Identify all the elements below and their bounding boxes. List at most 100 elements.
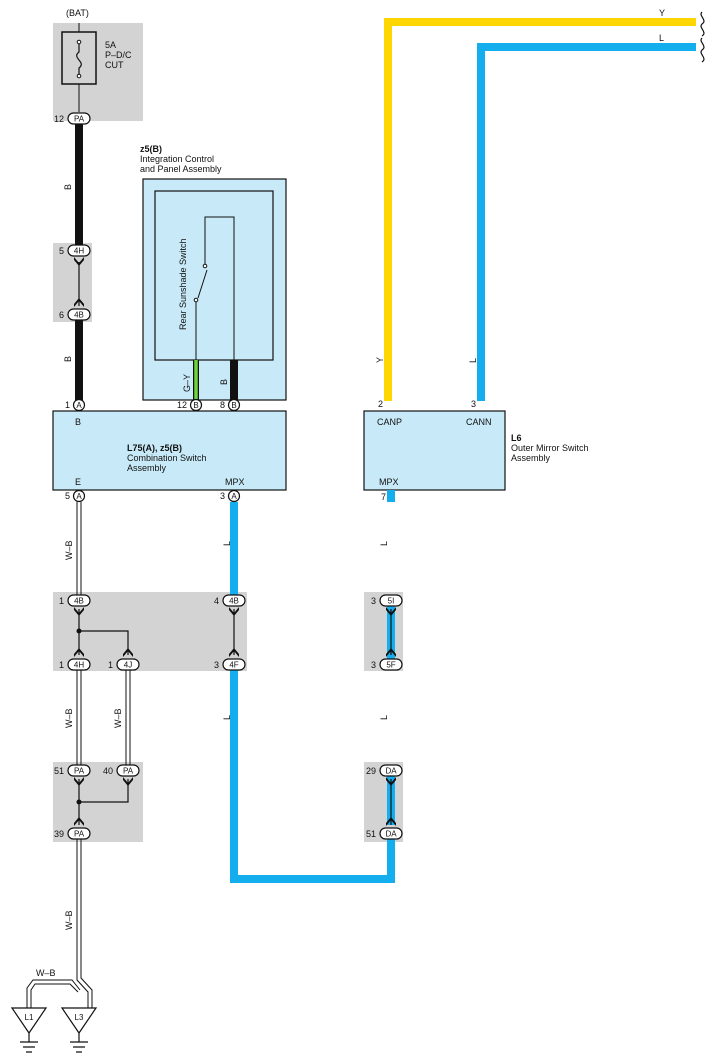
mirror-terminal-canp: CANP [377,417,402,427]
integration-name-2: and Panel Assembly [140,164,222,174]
connector-pa-top: PA 12 [54,112,91,125]
connector-4b-1: 4B 1 [59,594,91,607]
ground-icon-l3 [70,1033,88,1053]
wire-wb-label-4: W–B [64,910,74,930]
svg-text:51: 51 [54,766,64,776]
connector-a-3: A 3 [220,489,241,503]
wire-break-icon-top [700,11,705,37]
splice-dot-2 [76,799,82,805]
connector-pa-51: PA 51 [54,764,91,777]
svg-text:4B: 4B [74,311,84,320]
ground-l3: L3 [60,1007,98,1053]
svg-text:B: B [231,401,236,410]
svg-text:29: 29 [366,766,376,776]
combination-terminal-e: E [75,477,81,487]
integration-inner-box [154,190,274,361]
connector-5i-3: 5I 3 [371,594,403,607]
fuse-panel [53,23,143,121]
wire-l-label-top: L [659,33,664,43]
wire-gy-label: G–Y [182,374,192,392]
connector-4h-1: 4H 1 [59,658,91,671]
connector-b-12: B 12 [177,398,203,412]
svg-text:12: 12 [54,114,64,124]
wire-l-label-mpx-1: L [222,541,232,546]
svg-text:3: 3 [371,660,376,670]
svg-text:4B: 4B [229,597,239,606]
ground-icon-l1 [20,1033,38,1053]
svg-text:PA: PA [123,767,134,776]
wire-wb-label-3: W–B [113,708,123,728]
combination-switch-box [52,410,287,491]
wire-y-canp [384,18,696,401]
connector-4b-top: 4B 6 [59,308,91,321]
pin-2-canp: 2 [378,399,383,409]
mirror-terminal-cann: CANN [466,417,492,427]
wire-wb-label-2: W–B [64,708,74,728]
integration-code: z5(B) [140,144,162,154]
connector-4b-4: 4B 4 [214,594,246,607]
wire-l-cann [477,43,696,401]
fuse-dot-bottom [76,73,82,79]
wire-wb-group [26,502,131,1008]
outer-mirror-switch-box [363,410,506,491]
connector-da-29: DA 29 [366,764,403,777]
svg-text:PA: PA [74,767,85,776]
rear-sunshade-switch-label: Rear Sunshade Switch [178,238,188,330]
fuse-element-icon [76,40,82,78]
svg-text:A: A [231,492,237,501]
svg-text:4: 4 [214,596,219,606]
wire-y-label-top: Y [659,8,665,18]
connector-5f-3: 5F 3 [371,658,403,671]
wire-y-label-side: Y [375,357,385,363]
wire-b-lower [75,318,83,406]
mirror-name-1: Outer Mirror Switch [511,443,589,453]
wire-b-label-lower: B [63,356,73,362]
svg-text:40: 40 [103,766,113,776]
connector-4h-top: 4H 5 [59,244,91,257]
svg-text:DA: DA [385,767,397,776]
svg-text:L3: L3 [75,1013,84,1022]
combination-name-1: Combination Switch [127,453,207,463]
svg-text:3: 3 [214,660,219,670]
wire-l-label-mpx-3: L [379,541,389,546]
wire-l-label-mpx-2: L [222,715,232,720]
chevron-icons [74,257,396,826]
svg-text:1: 1 [59,596,64,606]
svg-text:4J: 4J [124,661,132,670]
connector-pa-40: PA 40 [103,764,140,777]
svg-text:5: 5 [65,491,70,501]
svg-text:5I: 5I [388,597,395,606]
wire-l-label-side: L [468,358,478,363]
svg-text:5F: 5F [386,661,395,670]
connector-da-51: DA 51 [366,827,403,840]
wire-b-upper [75,121,83,251]
combination-code: L75(A), z5(B) [127,443,182,453]
svg-text:1: 1 [65,400,70,410]
switch-lever-icon [197,269,208,299]
svg-text:5: 5 [59,246,64,256]
svg-text:1: 1 [59,660,64,670]
svg-text:4H: 4H [74,661,84,670]
wire-wb-label-1: W–B [64,540,74,560]
wire-break-icon-bottom [700,37,705,63]
integration-name-1: Integration Control [140,154,214,164]
junction-link-pa-40 [79,779,129,803]
svg-text:8: 8 [220,400,225,410]
svg-text:B: B [193,401,198,410]
ground-l1: L1 [10,1007,48,1053]
svg-text:L1: L1 [25,1013,34,1022]
svg-text:3: 3 [220,491,225,501]
svg-text:1: 1 [108,660,113,670]
svg-text:4H: 4H [74,247,84,256]
svg-text:51: 51 [366,829,376,839]
svg-text:39: 39 [54,829,64,839]
mirror-code: L6 [511,433,522,443]
svg-text:6: 6 [59,310,64,320]
combination-name-2: Assembly [127,463,167,473]
pin-3-cann: 3 [471,399,476,409]
connector-a-1: A 1 [65,398,86,412]
wire-b-label-upper: B [63,184,73,190]
combination-terminal-b: B [75,417,81,427]
wire-wb-label-5: W–B [36,968,56,978]
wire-b-switch-label: B [219,379,229,385]
